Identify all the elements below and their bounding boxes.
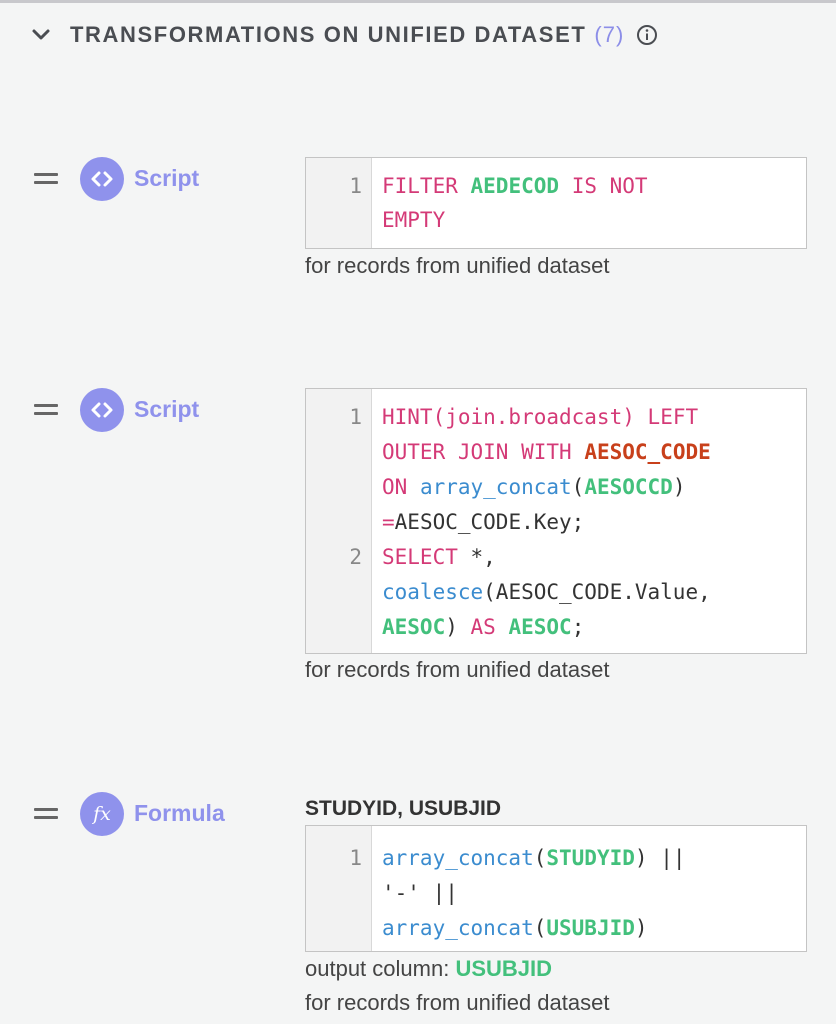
code-line: ON array_concat(AESOCCD) — [382, 475, 686, 499]
output-column-value: USUBJID — [455, 956, 553, 981]
code-line: coalesce(AESOC_CODE.Value, — [382, 580, 711, 604]
drag-handle-icon[interactable] — [34, 808, 58, 822]
top-divider — [0, 0, 836, 3]
line-number: 1 — [349, 846, 362, 870]
code-line: array_concat(USUBJID) — [382, 916, 648, 940]
chevron-down-icon[interactable] — [30, 24, 52, 46]
code-line: HINT(join.broadcast) LEFT — [382, 405, 699, 429]
script-editor[interactable]: 1 FILTER AEDECOD IS NOT EMPTY — [305, 157, 807, 249]
scope-text: for records from unified dataset — [305, 657, 610, 682]
code-line: FILTER AEDECOD IS NOT — [382, 174, 648, 198]
code-line: array_concat(STUDYID) || — [382, 846, 686, 870]
code-line: OUTER JOIN WITH AESOC_CODE — [382, 440, 711, 464]
code-line: EMPTY — [382, 208, 446, 232]
code-line: AESOC) AS AESOC; — [382, 615, 585, 639]
line-number-gutter — [306, 389, 372, 653]
line-number: 2 — [349, 545, 362, 569]
formula-editor[interactable]: 1 array_concat(STUDYID) || '-' || array_… — [305, 825, 807, 952]
line-number-gutter — [306, 158, 372, 248]
scope-text: for records from unified dataset — [305, 253, 610, 278]
output-column-label: output column: — [305, 956, 450, 981]
transformation-type-label: Formula — [134, 800, 225, 826]
code-line: =AESOC_CODE.Key; — [382, 510, 585, 534]
script-editor[interactable]: 1 2 HINT(join.broadcast) LEFT OUTER JOIN… — [305, 388, 807, 654]
line-number: 1 — [349, 174, 362, 198]
code-icon — [80, 157, 124, 201]
input-columns: STUDYID, USUBJID — [305, 797, 502, 820]
scope-text: for records from unified dataset — [305, 990, 610, 1015]
drag-handle-icon[interactable] — [34, 404, 58, 418]
transformation-type-label: Script — [134, 165, 200, 191]
line-number: 1 — [349, 405, 362, 429]
fx-icon: fx — [80, 792, 124, 836]
section-header: TRANSFORMATIONS ON UNIFIED DATASET (7) — [30, 19, 658, 51]
line-number-gutter — [306, 826, 372, 951]
code-line: SELECT *, — [382, 545, 496, 569]
drag-handle-icon[interactable] — [34, 173, 58, 187]
output-column: output column: USUBJID — [305, 956, 552, 982]
info-icon[interactable] — [636, 24, 658, 46]
code-icon — [80, 388, 124, 432]
code-line: '-' || — [382, 881, 458, 905]
transformation-type-label: Script — [134, 396, 200, 422]
transformation-count: (7) — [594, 22, 625, 47]
section-title: TRANSFORMATIONS ON UNIFIED DATASET — [70, 22, 587, 47]
